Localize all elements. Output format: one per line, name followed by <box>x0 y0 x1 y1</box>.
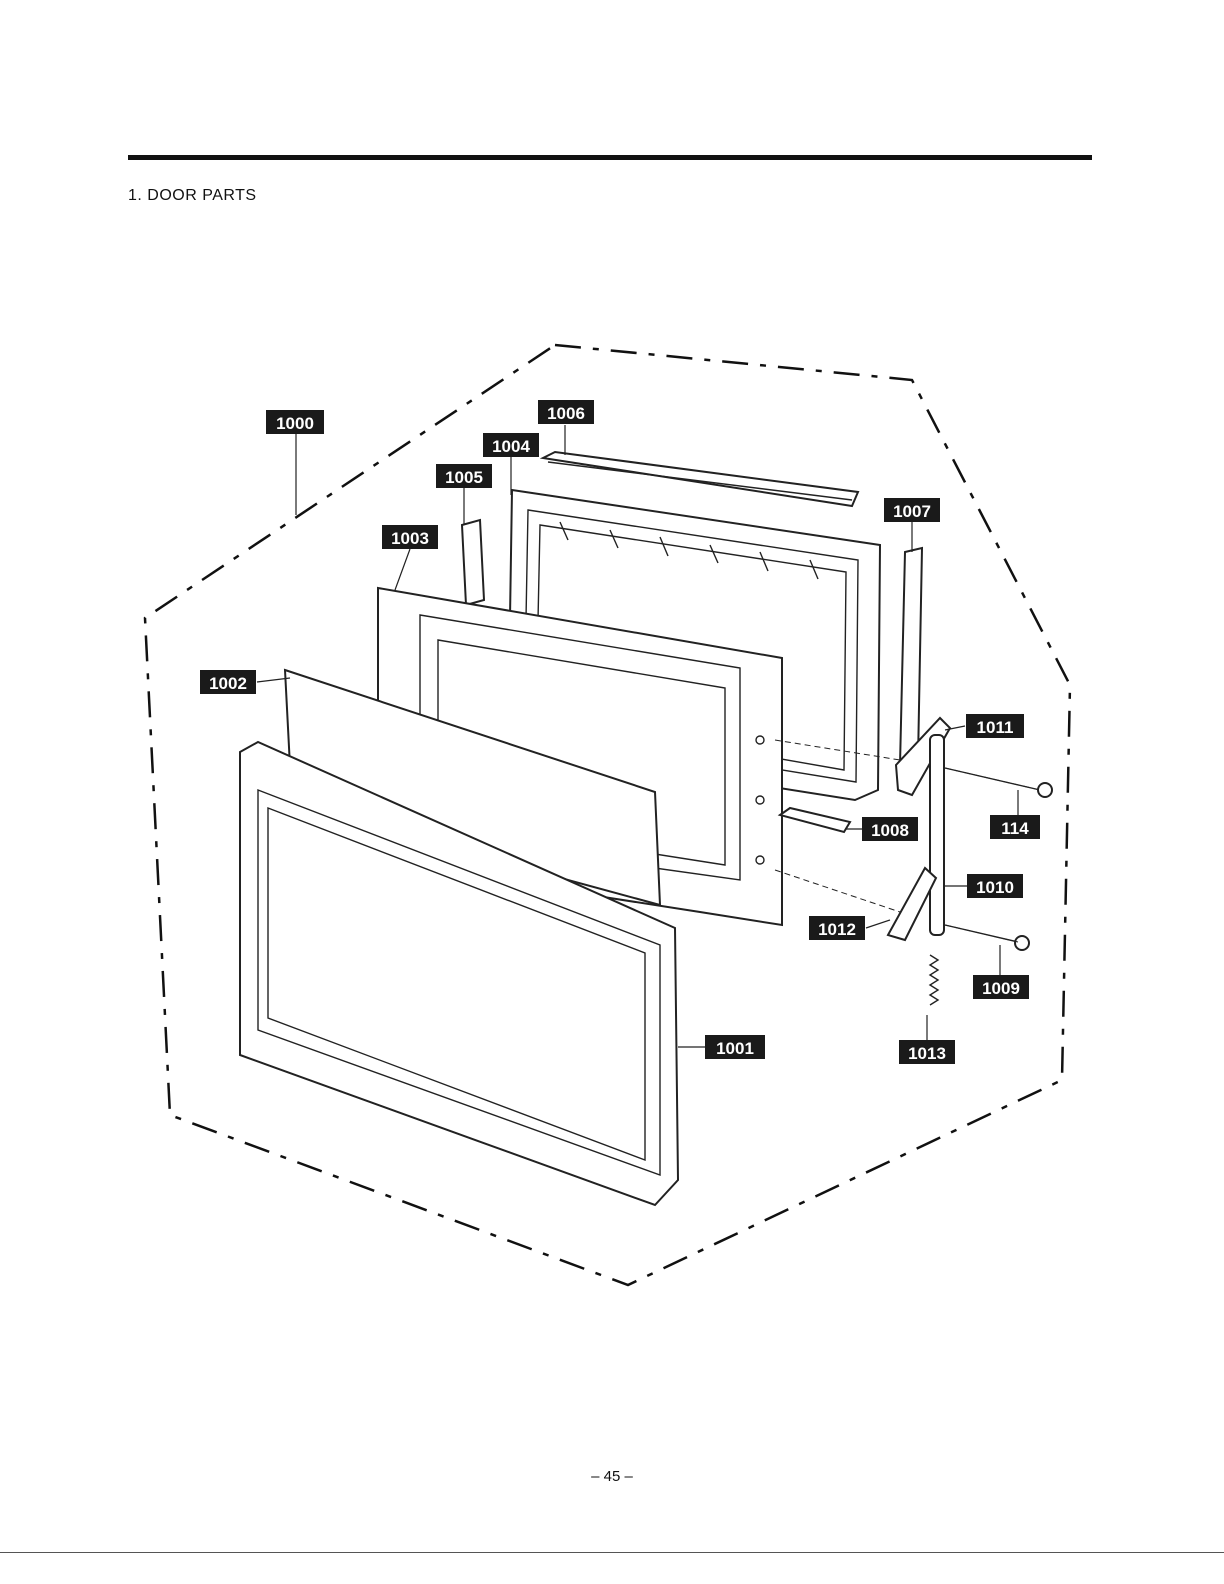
part-1010-arm <box>929 734 945 936</box>
label-1002: 1002 <box>200 670 256 694</box>
label-1005: 1005 <box>436 464 492 488</box>
label-1010: 1010 <box>967 874 1023 898</box>
svg-text:1008: 1008 <box>871 821 909 840</box>
label-1006: 1006 <box>538 400 594 424</box>
svg-text:114: 114 <box>1001 819 1029 838</box>
part-1012-hinge <box>886 866 938 942</box>
svg-text:1003: 1003 <box>391 529 429 548</box>
svg-text:1006: 1006 <box>547 404 585 423</box>
label-1004: 1004 <box>483 433 539 457</box>
svg-text:1002: 1002 <box>209 674 247 693</box>
bottom-rule <box>0 1552 1224 1553</box>
label-114: 114 <box>990 815 1040 839</box>
part-1013-spring <box>928 954 940 1006</box>
label-1000: 1000 <box>266 410 324 434</box>
svg-text:1013: 1013 <box>908 1044 946 1063</box>
label-1008: 1008 <box>862 817 918 841</box>
svg-text:1001: 1001 <box>716 1039 754 1058</box>
label-1007: 1007 <box>884 498 940 522</box>
label-1003: 1003 <box>382 525 438 549</box>
label-1011: 1011 <box>966 714 1024 738</box>
svg-text:1000: 1000 <box>276 414 314 433</box>
label-1009: 1009 <box>973 975 1029 999</box>
page-number: – 45 – <box>591 1468 633 1485</box>
part-1006-strip <box>539 450 860 508</box>
part-1005-choke <box>460 518 486 607</box>
assembly-boundary <box>143 343 1072 1287</box>
section-title: 1. DOOR PARTS <box>128 187 257 204</box>
part-1009-screw <box>944 924 1030 951</box>
svg-text:1012: 1012 <box>818 920 856 939</box>
label-1012: 1012 <box>809 916 865 940</box>
part-1008-choke <box>777 806 852 834</box>
svg-text:1009: 1009 <box>982 979 1020 998</box>
part-1007-strip <box>898 546 924 767</box>
label-1013: 1013 <box>899 1040 955 1064</box>
svg-text:1010: 1010 <box>976 878 1014 897</box>
svg-text:1005: 1005 <box>445 468 483 487</box>
part-114-screw <box>944 767 1053 798</box>
svg-text:1004: 1004 <box>492 437 530 456</box>
top-rule <box>128 155 1092 160</box>
svg-text:1007: 1007 <box>893 502 931 521</box>
label-1001: 1001 <box>705 1035 765 1059</box>
svg-text:1011: 1011 <box>977 718 1014 737</box>
part-1001-door-front <box>239 740 680 1207</box>
